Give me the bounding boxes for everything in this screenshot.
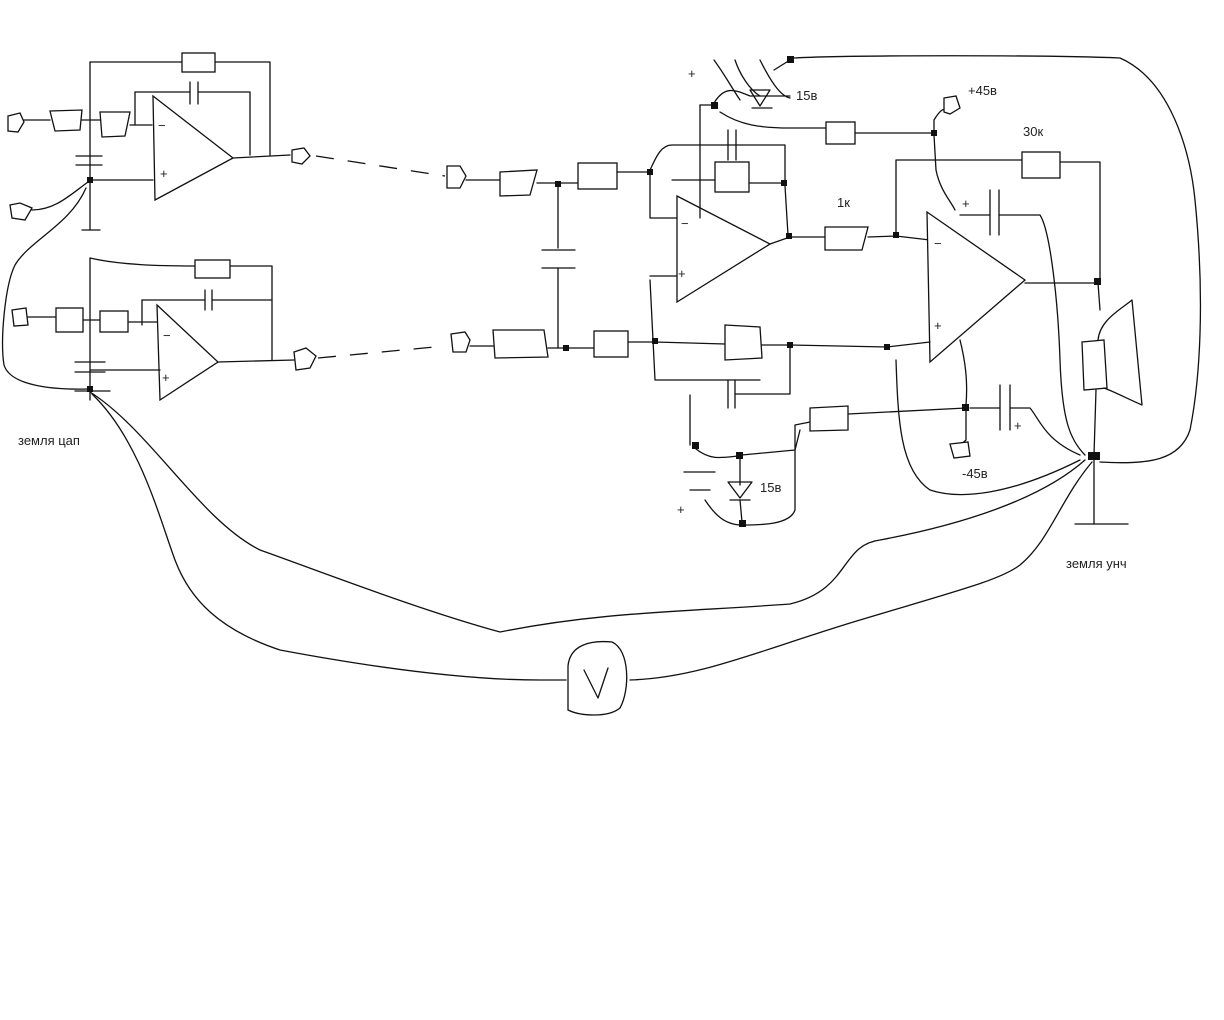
zener-diode <box>749 89 773 109</box>
cable-top <box>315 155 446 177</box>
opamp-minus: − <box>163 328 171 343</box>
ammeter <box>567 640 628 716</box>
cable-bottom <box>317 345 446 359</box>
supply-pos-terminal <box>943 95 961 115</box>
capacitor <box>727 129 737 161</box>
label-ground-amp: земля унч <box>1066 556 1127 571</box>
resistor <box>492 329 549 359</box>
ground-wires <box>89 391 1093 716</box>
cap-plus-bottom: + <box>1014 418 1022 433</box>
label-zener-bottom: 15в <box>760 480 781 495</box>
dac-stage-bottom: − + <box>2 187 317 402</box>
resistor-30k <box>1021 151 1061 179</box>
label-supply-pos: +45в <box>968 83 997 98</box>
power-amp-stage: 30к − + + + земля унч <box>886 124 1143 571</box>
zener-bottom-plus: + <box>677 502 685 517</box>
zener-top-plus: + <box>688 66 696 81</box>
resistor <box>49 109 83 132</box>
cap-plus-top: + <box>962 196 970 211</box>
resistor <box>499 169 538 197</box>
capacitor <box>727 379 736 409</box>
label-resistor-1k: 1к <box>837 195 850 210</box>
zener-top-supply: + 15в +45в <box>688 55 1202 464</box>
resistor <box>99 111 131 138</box>
label-ground-dac: земля цап <box>18 433 80 448</box>
opamp-plus: + <box>162 370 170 385</box>
opamp <box>926 210 1027 364</box>
resistor <box>181 52 216 73</box>
zener-bottom-supply: + 15в -45в <box>677 394 988 527</box>
opamp-minus: − <box>681 216 689 231</box>
resistor <box>99 310 129 333</box>
dac-stage-top: − + <box>7 52 311 231</box>
resistor <box>714 161 750 193</box>
resistor-1k <box>824 226 869 251</box>
output-terminal <box>293 347 317 371</box>
resistor <box>194 259 231 279</box>
capacitor <box>541 249 576 269</box>
label-resistor-30k: 30к <box>1023 124 1043 139</box>
resistor <box>577 162 618 190</box>
capacitor <box>989 189 1000 236</box>
ammeter-needle <box>583 667 609 699</box>
resistor <box>809 405 849 432</box>
resistor <box>724 324 763 361</box>
label-zener-top: 15в <box>796 88 817 103</box>
resistor <box>593 330 629 358</box>
resistor <box>55 307 84 333</box>
capacitor <box>999 384 1011 431</box>
capacitor <box>74 361 106 373</box>
supply-neg-terminal <box>949 441 971 459</box>
input-terminal <box>11 307 29 327</box>
opamp-minus: − <box>158 118 166 133</box>
opamp-plus: + <box>934 318 942 333</box>
opamp-plus: + <box>160 166 168 181</box>
opamp <box>156 303 220 402</box>
capacitor <box>75 155 103 166</box>
resistor <box>825 121 856 145</box>
input-terminal <box>7 112 25 133</box>
capacitor <box>204 289 273 311</box>
input-terminal <box>450 331 471 353</box>
capacitor <box>189 81 251 156</box>
speaker-cone <box>1097 299 1143 406</box>
output-terminal <box>291 147 311 165</box>
speaker <box>1081 339 1108 391</box>
label-supply-neg: -45в <box>962 466 988 481</box>
ground-terminal <box>9 202 33 221</box>
opamp <box>676 194 772 304</box>
opamp-plus: + <box>678 266 686 281</box>
opamp <box>152 94 235 202</box>
opamp-minus: − <box>934 236 942 251</box>
capacitor <box>683 471 716 491</box>
middle-stage: − + 1к <box>446 129 897 409</box>
input-terminal <box>446 165 467 189</box>
